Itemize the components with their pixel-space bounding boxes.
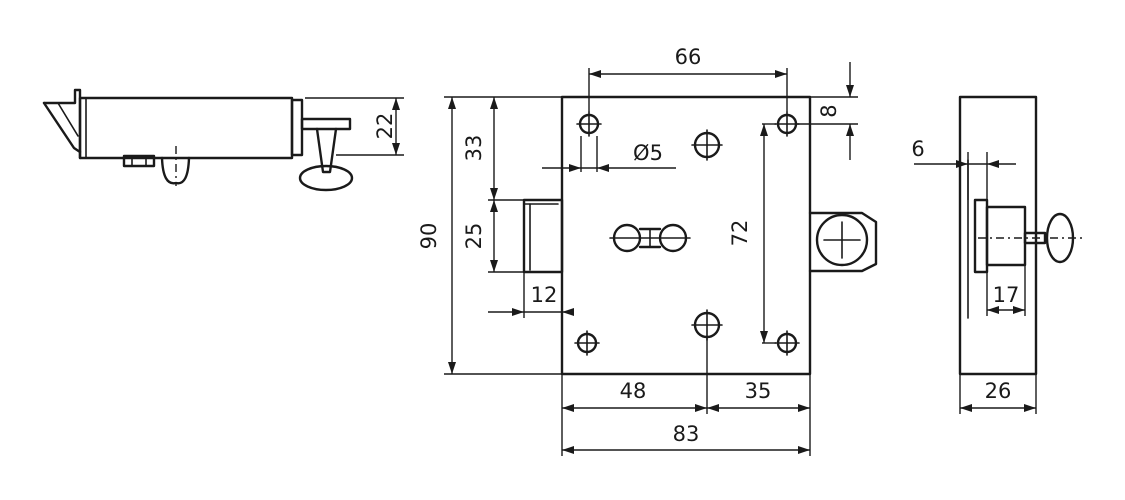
side-plate [958, 95, 1038, 376]
dim-top-view-height: 22 [373, 113, 397, 140]
dim-width-right: 35 [745, 379, 772, 403]
dim-hole-diameter: Ø5 [633, 141, 663, 165]
dim-side-depth: 26 [985, 379, 1012, 403]
top-view: 22 [42, 88, 404, 192]
dim-follower-height: 25 [462, 223, 486, 250]
side-view: 6 17 26 [911, 95, 1085, 414]
dim-width-left: 48 [620, 379, 647, 403]
dim-hole-spacing-vertical: 72 [728, 220, 752, 247]
dim-top-offset: 8 [817, 104, 841, 117]
front-view: 66 8 Ø5 72 90 33 [417, 45, 878, 456]
dim-hole-spacing-top: 66 [675, 45, 702, 69]
dim-width-total: 83 [673, 422, 700, 446]
dim-side-offset: 6 [911, 137, 924, 161]
dim-top-to-center: 33 [462, 135, 486, 162]
dim-follower-width: 12 [531, 283, 558, 307]
dim-cylinder-width: 17 [993, 283, 1020, 307]
dim-height-total: 90 [417, 223, 441, 250]
